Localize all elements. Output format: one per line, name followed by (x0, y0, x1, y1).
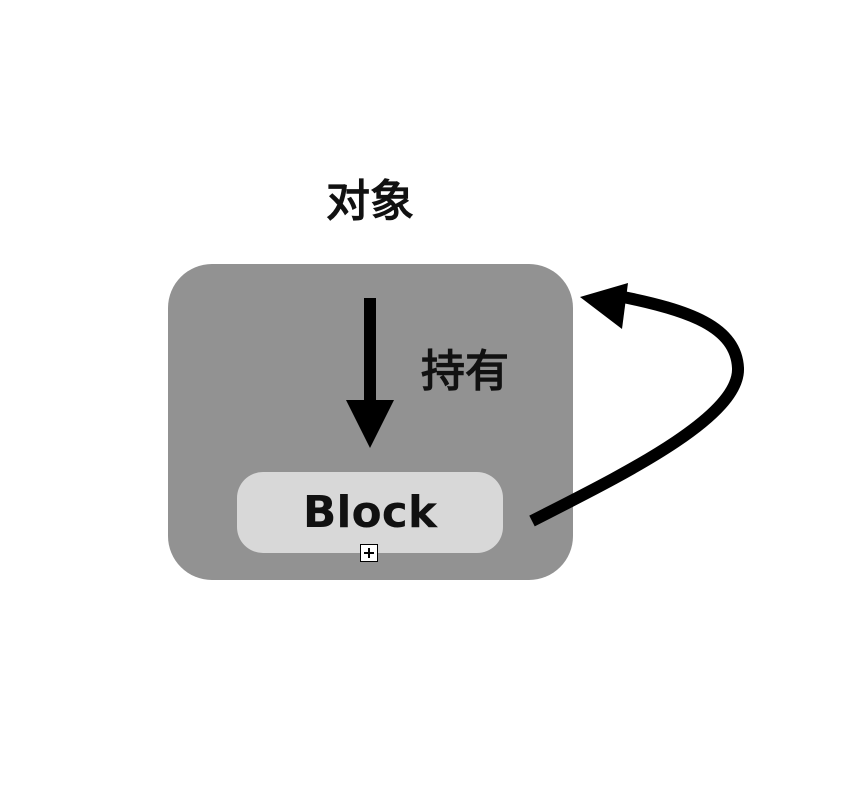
block-container (237, 472, 503, 553)
hold-label: 持有 (421, 346, 509, 397)
block-label: Block (302, 487, 438, 538)
down-arrow-icon (346, 298, 394, 448)
down-arrow-head (346, 400, 394, 448)
curved-arrow-shaft (529, 290, 745, 527)
curved-back-arrow-icon (529, 283, 745, 527)
object-title: 对象 (326, 176, 414, 227)
curved-arrow-head (580, 283, 628, 329)
down-arrow-shaft (364, 298, 376, 408)
plus-box-icon[interactable] (360, 544, 378, 562)
